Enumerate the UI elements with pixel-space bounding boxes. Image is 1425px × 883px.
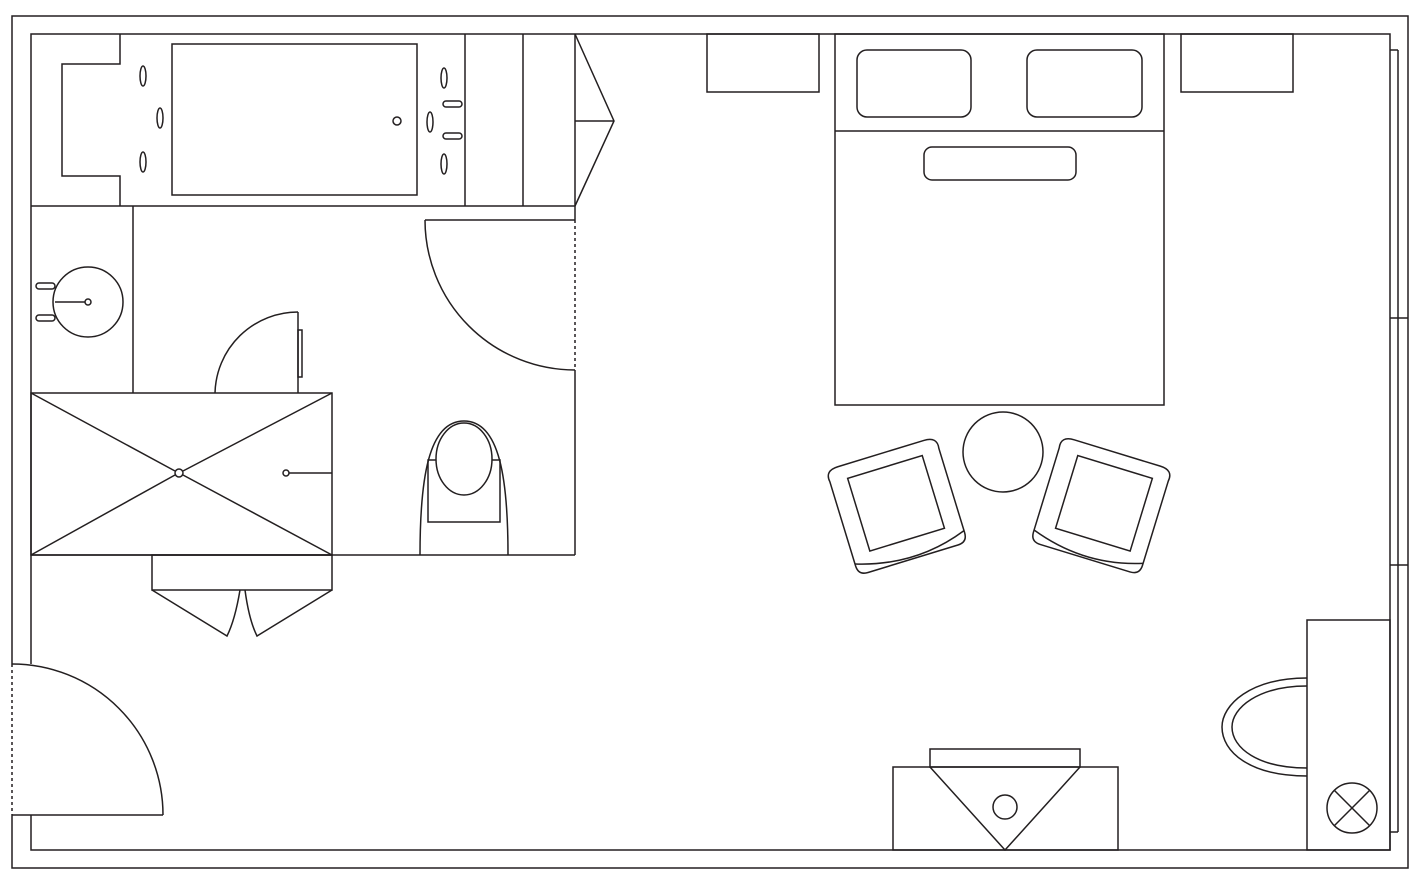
- vanity-desk: [1221, 619, 1391, 851]
- bed: [834, 33, 1165, 406]
- armchair-right: [1032, 438, 1171, 574]
- window-right: [1390, 49, 1408, 833]
- armchair-left: [827, 438, 967, 574]
- nightstands: [706, 33, 1294, 93]
- toilet: [419, 420, 509, 556]
- sink: [35, 206, 134, 393]
- lamp-icon: [1326, 782, 1378, 834]
- walls: [11, 15, 1409, 869]
- closet: [151, 554, 333, 638]
- bathroom-door: [424, 206, 576, 555]
- desk: [892, 748, 1119, 852]
- round-table: [962, 411, 1044, 493]
- shower: [30, 392, 575, 556]
- shower-door: [214, 311, 303, 394]
- bathtub: [31, 33, 615, 207]
- entry-door: [11, 663, 164, 816]
